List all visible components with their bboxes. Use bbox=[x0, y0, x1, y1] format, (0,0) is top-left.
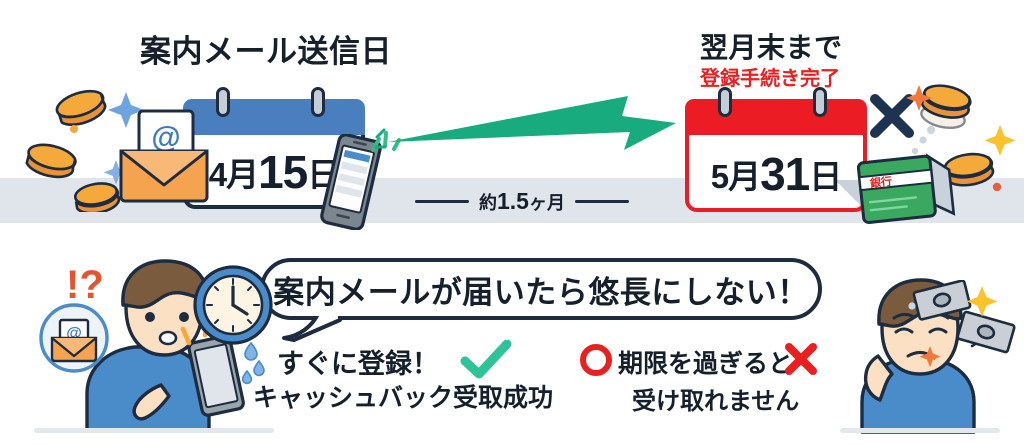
duration-unit: ヶ月 bbox=[528, 192, 565, 213]
date-month: 5月 bbox=[710, 157, 761, 195]
right-heading: 翌月末まで bbox=[700, 32, 843, 63]
clock-icon bbox=[193, 265, 273, 345]
floor-line-left bbox=[34, 428, 274, 433]
x-mark-top-icon bbox=[870, 94, 914, 138]
person-checking-phone-illustration bbox=[85, 259, 265, 432]
date-suffix: 日 bbox=[809, 157, 842, 195]
person-disappointed-illustration bbox=[860, 278, 979, 434]
duration-text: 約1.5ヶ月 bbox=[479, 188, 565, 215]
calendar-ring-right bbox=[311, 87, 325, 117]
right-subheading: 登録手続き完了 bbox=[700, 68, 840, 90]
duration-line-right bbox=[574, 199, 629, 203]
ok-primary-text: すぐに登録！ bbox=[277, 349, 439, 379]
speech-bubble-text: 案内メールが届いたら悠長にしない！ bbox=[273, 274, 809, 310]
ng-secondary-text: 受け取れません bbox=[632, 388, 800, 415]
check-mark-icon bbox=[460, 340, 512, 379]
coins-left-decoration bbox=[25, 89, 144, 212]
circle-mark-icon bbox=[580, 344, 612, 376]
calendar-ring-left bbox=[216, 87, 230, 117]
floor-line-right bbox=[840, 428, 1000, 433]
calendar-header bbox=[685, 99, 867, 135]
calendar-date-text: 31 5月 日 bbox=[685, 139, 867, 208]
progress-arrow bbox=[388, 96, 676, 150]
email-envelope-icon: @ bbox=[119, 109, 209, 203]
exclamation-question-mark: !? bbox=[66, 263, 104, 307]
ng-primary-text: 期限を過ぎると bbox=[618, 350, 794, 378]
bankbook-icon: 銀行 bbox=[857, 153, 956, 224]
left-heading: 案内メール送信日 bbox=[140, 34, 392, 69]
duration-line-left bbox=[415, 199, 469, 203]
coins-right-decoration bbox=[906, 84, 1016, 192]
x-mark-bottom-icon bbox=[785, 343, 817, 375]
calendar-ring-left bbox=[718, 87, 732, 117]
duration-label: 約1.5ヶ月 bbox=[388, 185, 656, 217]
smartphone-icon bbox=[320, 134, 382, 230]
duration-prefix: 約 bbox=[479, 192, 497, 213]
bankbook-label: 銀行 bbox=[869, 174, 892, 190]
speech-bubble-tail bbox=[282, 312, 342, 342]
duration-value: 1.5 bbox=[497, 187, 529, 214]
calendar-header bbox=[183, 99, 365, 135]
speech-bubble: 案内メールが届いたら悠長にしない！ bbox=[260, 258, 822, 320]
email-thought-bubble-icon: @ bbox=[39, 303, 109, 373]
date-day-number: 15 bbox=[258, 146, 308, 198]
flying-money-decoration bbox=[908, 280, 1016, 368]
date-day-number: 31 bbox=[760, 147, 810, 200]
date-month: 4月 bbox=[208, 156, 259, 193]
calendar-deadline-date: 31 5月 日 bbox=[685, 87, 867, 212]
exclaim-text: !? bbox=[66, 263, 104, 307]
calendar-ring-right bbox=[813, 87, 827, 117]
at-symbol: @ bbox=[151, 121, 180, 154]
arrow-start-ticks bbox=[374, 128, 387, 149]
ok-secondary-text: キャッシュバック受取成功 bbox=[253, 384, 554, 412]
